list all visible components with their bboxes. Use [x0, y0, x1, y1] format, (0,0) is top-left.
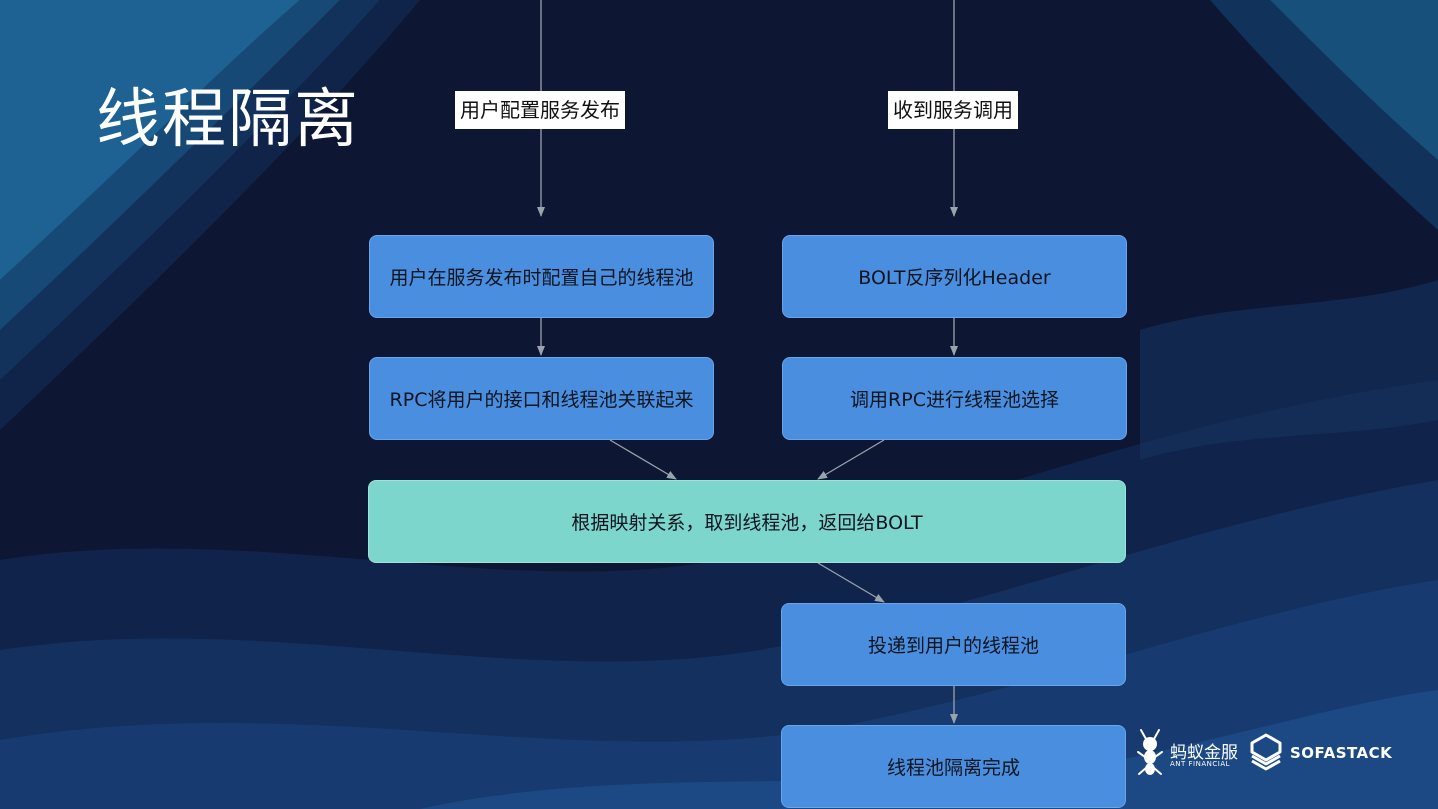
node-label: BOLT反序列化Header	[858, 267, 1051, 289]
node-rpc-select-threadpool: 调用RPC进行线程池选择	[782, 357, 1127, 440]
slide-title: 线程隔离	[96, 83, 360, 157]
sofastack-logo-icon	[1250, 733, 1282, 771]
edge-n5-n6	[817, 562, 885, 603]
edge-n2-n5	[609, 439, 677, 480]
ant-financial-logo-icon	[1137, 729, 1163, 775]
node-bolt-deserialize-header: BOLT反序列化Header	[782, 235, 1127, 318]
node-rpc-bind-interface: RPC将用户的接口和线程池关联起来	[369, 357, 714, 440]
node-label: RPC将用户的接口和线程池关联起来	[389, 389, 694, 411]
node-map-return-to-bolt: 根据映射关系，取到线程池，返回给BOLT	[368, 480, 1126, 563]
edge-label-user-config-publish: 用户配置服务发布	[455, 91, 625, 129]
sofastack-text: SOFASTACK	[1290, 744, 1393, 762]
node-label: 根据映射关系，取到线程池，返回给BOLT	[571, 512, 923, 534]
ant-financial-cn-text: 蚂蚁金服	[1170, 743, 1238, 763]
edge-n4-n5	[817, 439, 885, 480]
node-label: 投递到用户的线程池	[867, 635, 1039, 657]
node-label: 线程池隔离完成	[886, 757, 1020, 779]
node-label: 用户在服务发布时配置自己的线程池	[389, 267, 694, 289]
node-isolation-complete: 线程池隔离完成	[781, 725, 1126, 808]
node-dispatch-to-user-threadpool: 投递到用户的线程池	[781, 603, 1126, 686]
edge-label-receive-service-call: 收到服务调用	[888, 91, 1018, 129]
ant-financial-en-text: ANT FINANCIAL	[1170, 760, 1231, 768]
node-label: 调用RPC进行线程池选择	[850, 389, 1059, 411]
node-user-configure-threadpool: 用户在服务发布时配置自己的线程池	[369, 235, 714, 318]
